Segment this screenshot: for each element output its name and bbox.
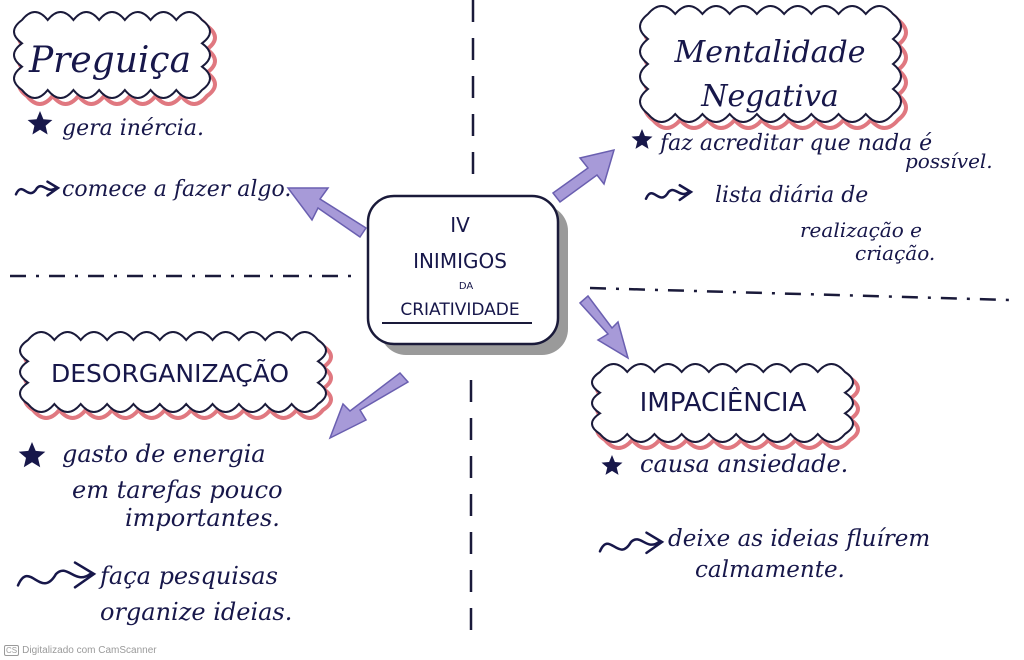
- arrow-to-desorganizacao: [328, 371, 410, 440]
- scanner-watermark: CS Digitalizado com CamScanner: [4, 645, 157, 656]
- center-line-2: INIMIGOS: [413, 249, 507, 273]
- cloud-outline: [639, 5, 902, 123]
- title-preguica: Preguiça: [28, 40, 191, 81]
- arrow-shape: [578, 294, 630, 360]
- center-line-4: CRIATIVIDADE: [400, 300, 519, 320]
- arrow-shape: [328, 371, 410, 440]
- desorganizacao-star-text-1: gasto de energia: [62, 440, 266, 468]
- desorganizacao-arrow-text-1: faça pesquisas: [98, 562, 278, 590]
- center-box: IV INIMIGOS DA CRIATIVIDADE: [366, 194, 568, 355]
- mentalidade-arrow-text-1: lista diária de: [715, 183, 868, 208]
- center-box-frame: [366, 194, 560, 346]
- horizontal-divider-right: [589, 286, 1011, 302]
- cloud-preguica: [13, 11, 217, 106]
- squiggle-arrow-icon: [16, 561, 97, 589]
- squiggle-arrow-icon: [14, 180, 61, 197]
- impaciencia-arrow-text-2: calmamente.: [695, 557, 845, 583]
- center-line-3: DA: [459, 281, 474, 292]
- cloud-impaciencia: [591, 363, 860, 450]
- squiggle-arrow-icon: [644, 184, 694, 202]
- cloud-outline: [13, 11, 211, 99]
- scanner-text: Digitalizado com CamScanner: [22, 645, 157, 656]
- mentalidade-star-text-2: possível.: [905, 149, 993, 173]
- arrow-to-preguica: [286, 187, 368, 239]
- title-impaciencia: IMPACIÊNCIA: [640, 386, 807, 418]
- desorganizacao-star-text-3: importantes.: [125, 504, 280, 532]
- title-clouds: [13, 5, 908, 450]
- title-mentalidade-line-2: Negativa: [700, 79, 839, 114]
- cloud-mentalidade: [639, 5, 908, 130]
- title-desorganizacao: DESORGANIZAÇÃO: [51, 358, 289, 388]
- preguica-arrow-text: comece a fazer algo.: [62, 177, 291, 202]
- desorganizacao-star-text-2: em tarefas pouco: [72, 476, 283, 504]
- cloud-outline: [591, 363, 854, 443]
- mentalidade-arrow-text-3: criação.: [855, 241, 935, 265]
- arrow-to-impaciencia: [578, 294, 630, 360]
- preguica-star-text: gera inércia.: [62, 116, 204, 141]
- squiggle-arrow-icon: [598, 531, 665, 555]
- cloud-desorganizacao: [19, 331, 333, 420]
- divider-lines: [10, 0, 1011, 640]
- arrow-shape: [551, 148, 616, 204]
- center-line-1: IV: [450, 213, 470, 237]
- cloud-outline: [19, 331, 327, 413]
- mentalidade-arrow-text-2: realização e: [800, 218, 922, 242]
- star-icon: [27, 111, 53, 135]
- bullets: [14, 111, 694, 589]
- impaciencia-star-text: causa ansiedade.: [640, 450, 848, 478]
- impaciencia-arrow-text-1: deixe as ideias fluírem: [668, 526, 930, 552]
- desorganizacao-arrow-text-2: organize ideias.: [100, 598, 292, 626]
- title-mentalidade-line-1: Mentalidade: [674, 35, 866, 70]
- arrow-to-mentalidade: [551, 148, 616, 204]
- scanner-badge: CS: [4, 645, 20, 656]
- star-icon: [18, 442, 46, 468]
- mentalidade-star-text-1: faz acreditar que nada é: [658, 131, 932, 156]
- arrow-shape: [286, 187, 368, 239]
- star-icon: [601, 455, 623, 475]
- star-icon: [631, 129, 653, 149]
